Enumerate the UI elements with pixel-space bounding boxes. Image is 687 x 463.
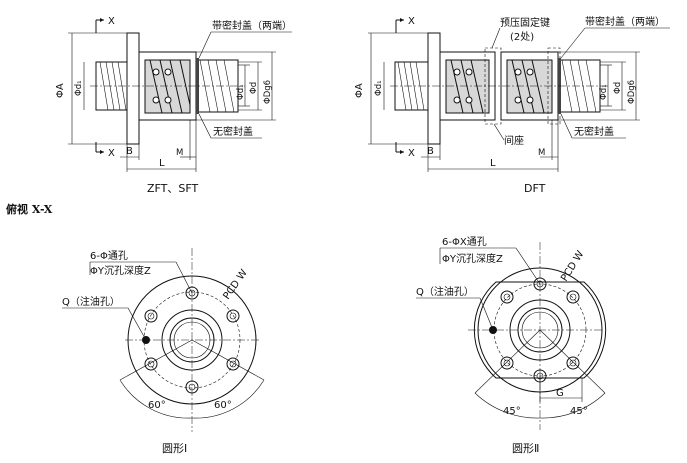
angle-left-type1: 60°	[148, 400, 166, 411]
flange-view-type-2: 45° 45° G 6-ΦX通孔 ΦY沉孔深度Z Q（注油孔） PCD W 圆形…	[416, 236, 607, 455]
caption-zft-sft: ZFT、SFT	[147, 182, 199, 195]
zft-sft-side-view: X X	[55, 16, 292, 195]
caption-dft: DFT	[524, 182, 546, 195]
dim-G: G	[556, 388, 564, 399]
angle-right-type1: 60°	[214, 400, 232, 411]
label-no-seal: 无密封盖	[213, 125, 253, 138]
label-no-seal-dft: 无密封盖	[574, 125, 614, 138]
dim-phid-dft: Φd	[613, 82, 623, 94]
oil-hole-label-type1: Q（注油孔）	[62, 295, 120, 308]
flange	[126, 32, 140, 145]
dim-phiDg6: ΦDg6	[263, 80, 273, 104]
view-mark-bottom-dft: X	[408, 148, 415, 159]
dim-phid1-dft: Φd₁	[374, 81, 384, 97]
pcd-type2: PCD W	[559, 249, 586, 284]
dim-M: M	[176, 148, 183, 158]
angle-left-type2: 45°	[503, 406, 521, 417]
view-mark-top-dft: X	[408, 16, 415, 27]
dim-B-dft: B	[427, 146, 434, 157]
label-spacer: 间座	[504, 134, 524, 147]
view-mark-bottom: X	[108, 148, 115, 159]
flange-view-type-1: 60° 60° 6-Φ通孔 ΦY沉孔深度Z Q（注油孔） PCD W 圆形Ⅰ	[62, 248, 265, 455]
dim-L-dft: L	[490, 158, 496, 169]
dim-B: B	[126, 146, 133, 157]
dim-phiA-dft: ΦA	[354, 83, 365, 98]
dft-side-view: X X	[354, 15, 670, 195]
hole-label-type2: 6-ΦX通孔	[442, 236, 487, 248]
hole-label-type1: 6-Φ通孔	[90, 250, 128, 262]
counterbore-label-type2: ΦY沉孔深度Z	[442, 252, 503, 265]
angle-right-type2: 45°	[570, 406, 588, 417]
label-preload-count: (2处)	[510, 31, 534, 43]
dim-L: L	[159, 158, 165, 169]
dim-phiA: ΦA	[55, 83, 66, 98]
section-title: 俯视 X-X	[6, 202, 53, 216]
caption-type2: 圆形Ⅱ	[512, 442, 539, 455]
label-preload-key: 预压固定键	[500, 16, 550, 29]
dim-phid1: Φd₁	[74, 81, 84, 97]
label-seal-both-ends-dft: 带密封盖（两端）	[585, 15, 665, 28]
counterbore-label-type1: ΦY沉孔深度Z	[90, 264, 151, 277]
dim-phidr-dft: Φd₁	[599, 85, 609, 101]
label-seal-both-ends: 带密封盖（两端）	[212, 19, 292, 32]
dim-phidr: Φd₁	[236, 85, 246, 101]
view-mark-top: X	[108, 16, 115, 27]
dim-phid: Φd	[249, 82, 259, 94]
pcd-type1: PCD W	[221, 268, 249, 302]
dim-M-dft: M	[538, 148, 545, 158]
dim-phiDg6-dft: ΦDg6	[627, 80, 637, 104]
caption-type1: 圆形Ⅰ	[162, 442, 187, 455]
oil-hole-label-type2: Q（注油孔）	[416, 285, 474, 298]
